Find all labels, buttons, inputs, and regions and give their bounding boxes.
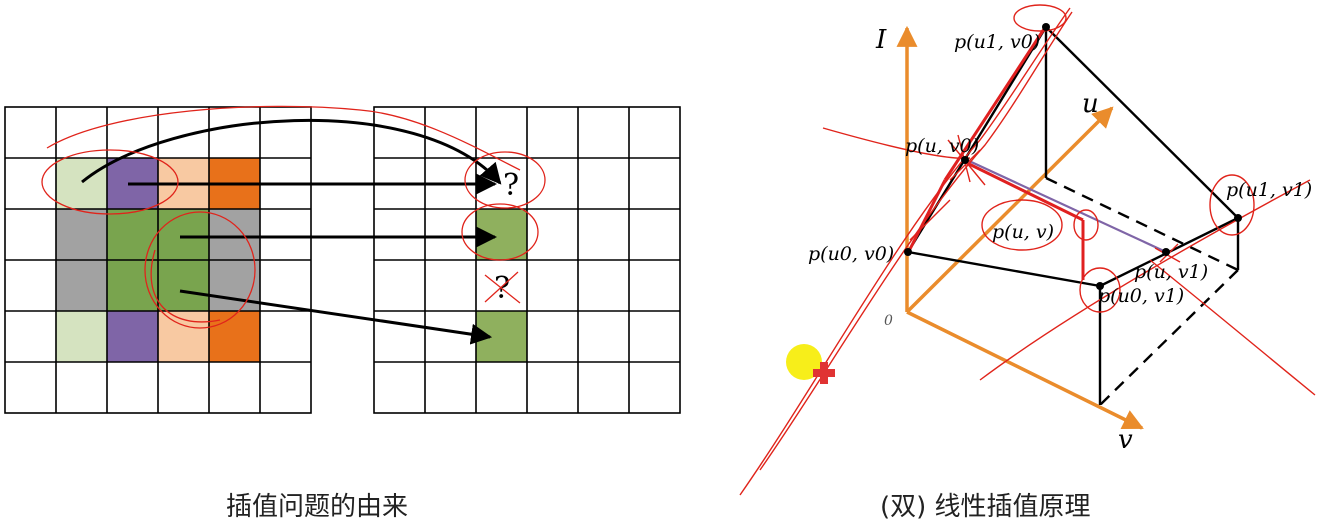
u-axis xyxy=(905,106,1114,314)
caption-left: 插值问题的由来 xyxy=(226,492,409,522)
point-p-u0-v1 xyxy=(1096,282,1104,290)
domain-dashes xyxy=(1045,176,1239,406)
cell-peach xyxy=(158,311,209,362)
mapping-arrow xyxy=(81,118,502,185)
i-axis-label: I xyxy=(875,25,887,55)
red-annotations-left xyxy=(41,105,546,329)
point-p-u0-v0 xyxy=(904,248,912,256)
label-p-u0-v0: p(u0, v0) xyxy=(808,243,894,265)
interp-line xyxy=(966,159,1167,253)
label-p-u1-v1: p(u1, v1) xyxy=(1226,179,1312,201)
label-p-u0-v1: p(u0, v1) xyxy=(1098,285,1184,307)
mouse-cursor xyxy=(786,344,835,384)
surface-points xyxy=(904,23,1242,290)
surface-wireframe xyxy=(906,26,1240,405)
point-p-u-v0 xyxy=(961,156,969,164)
cell-orange xyxy=(209,311,260,362)
red-path xyxy=(907,25,1085,280)
point-p-u1-v0 xyxy=(1042,23,1050,31)
v-axis-label: v xyxy=(1118,425,1133,455)
point-p-u-v1 xyxy=(1162,248,1170,256)
origin-label: 0 xyxy=(884,313,893,329)
target-grid-lines xyxy=(373,106,681,414)
mapping-arrows xyxy=(81,118,502,345)
source-grid-lines xyxy=(4,106,312,414)
plus-icon xyxy=(813,362,835,384)
source-grid xyxy=(4,106,312,414)
cell-purple xyxy=(107,311,158,362)
label-p-u-v: p(u, v) xyxy=(992,221,1054,243)
question-mark: ? xyxy=(503,168,519,203)
mapping-arrow xyxy=(179,289,493,345)
caption-right: (双) 线性插值原理 xyxy=(880,492,1091,522)
v-axis xyxy=(906,310,1144,430)
label-p-u-v1: p(u, v1) xyxy=(1134,261,1208,283)
axes xyxy=(896,25,1144,430)
u-axis-label: u xyxy=(1082,89,1099,119)
target-cell-green xyxy=(476,209,527,260)
target-grid: ? ? xyxy=(373,106,681,414)
point-p-u1-v1 xyxy=(1234,214,1242,222)
label-p-u1-v0: p(u1, v0) xyxy=(954,31,1040,53)
label-p-u-v0: p(u, v0) xyxy=(905,135,979,157)
cell-light-green xyxy=(56,158,107,209)
cell-light-green xyxy=(56,311,107,362)
red-annotations-right xyxy=(739,4,1316,496)
